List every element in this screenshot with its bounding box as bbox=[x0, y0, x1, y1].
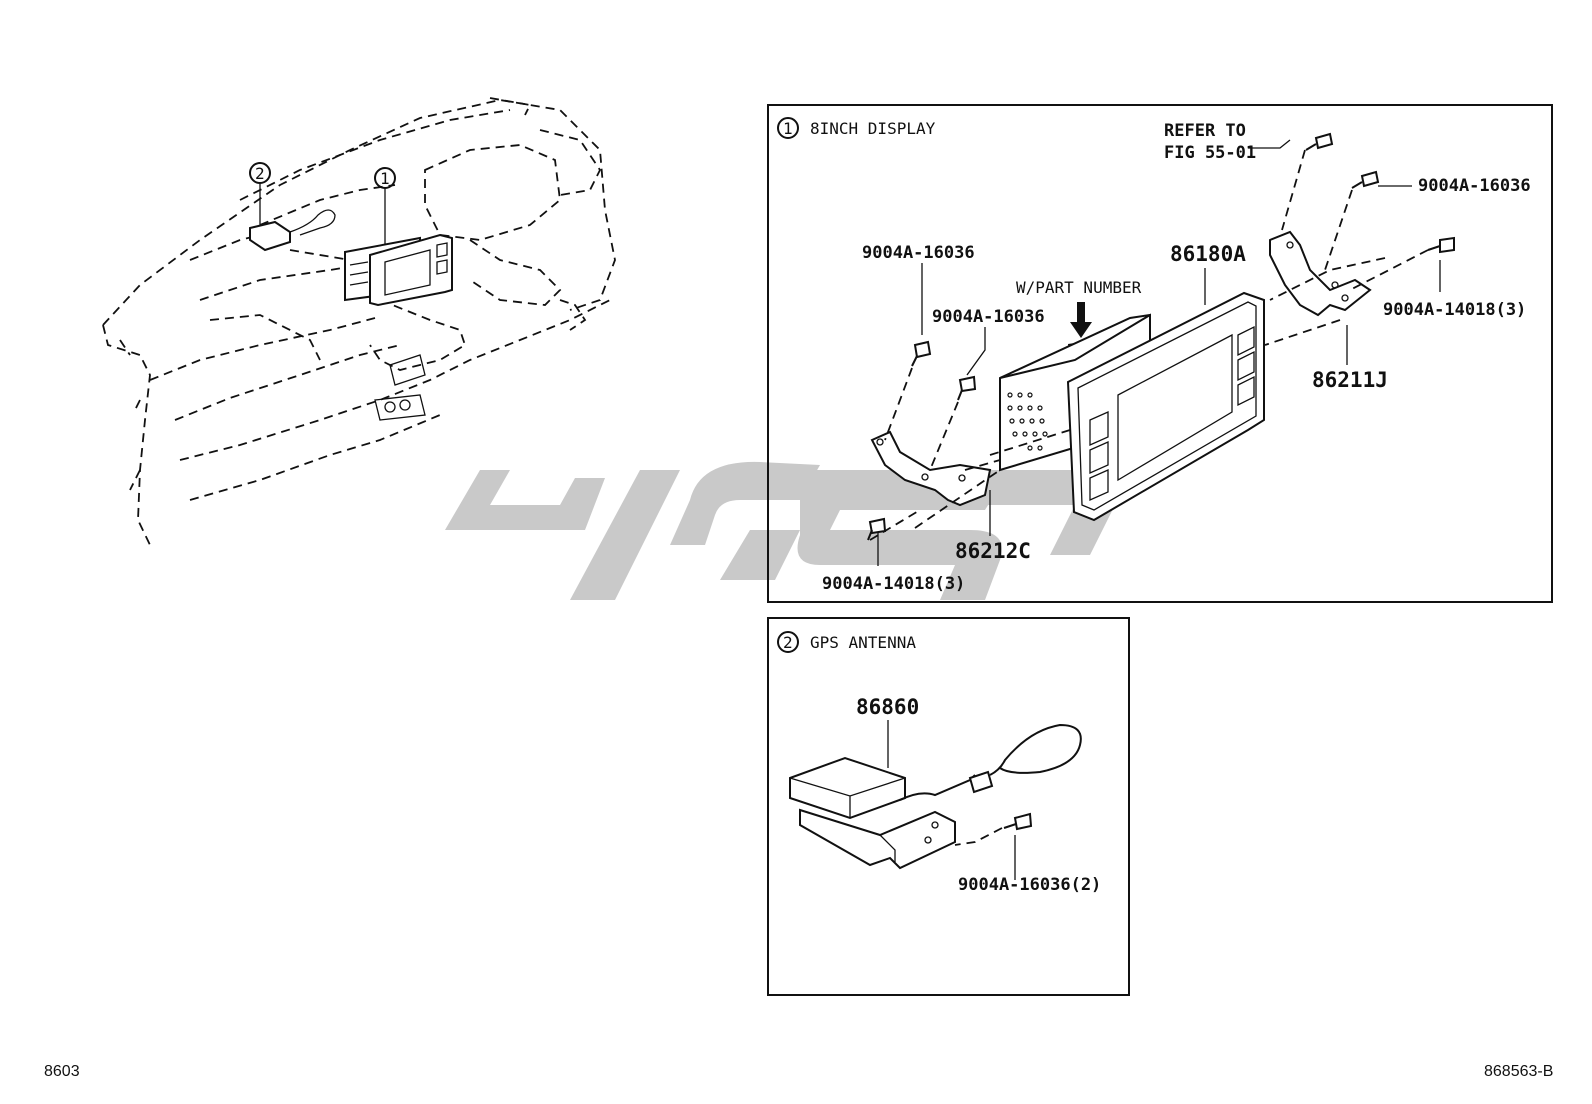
screw-icon bbox=[957, 375, 977, 401]
panel-display: 1 8INCH DISPLAY REFER TO FIG 55-01 9004A… bbox=[767, 104, 1553, 603]
arrow-down-icon bbox=[1070, 302, 1092, 338]
footer-left-code: 8603 bbox=[44, 1063, 80, 1080]
label-screw-left-1: 9004A-16036 bbox=[862, 243, 975, 263]
label-screw-right-qty: 9004A-14018(3) bbox=[1383, 300, 1526, 320]
display-unit-86180A bbox=[999, 291, 1265, 522]
dashboard-overview-illustration: 2 1 bbox=[102, 97, 616, 546]
screw-icon bbox=[911, 340, 932, 367]
label-antenna-part: 86860 bbox=[856, 695, 919, 719]
label-gps-screw-qty: 9004A-16036(2) bbox=[958, 875, 1101, 895]
label-screw-left-2: 9004A-16036 bbox=[932, 307, 1045, 327]
label-bracket-left: 86212C bbox=[955, 539, 1031, 563]
bracket-86212C bbox=[870, 430, 992, 507]
panel-gps-number: 2 bbox=[783, 633, 793, 652]
bracket-86211J bbox=[1269, 230, 1372, 317]
panel-gps: 2 GPS ANTENNA 86860 9004A-16036(2) bbox=[767, 617, 1130, 996]
panel-display-number: 1 bbox=[783, 119, 793, 138]
screw-icon bbox=[1003, 812, 1033, 831]
footer-right-code: 868563-B bbox=[1484, 1063, 1554, 1080]
panel-display-frame bbox=[767, 104, 1553, 603]
screw-icon bbox=[1305, 132, 1334, 151]
label-refer-line2: FIG 55-01 bbox=[1164, 143, 1256, 163]
panel-gps-frame bbox=[767, 617, 1130, 996]
screw-icon bbox=[1427, 236, 1455, 254]
label-refer-line1: REFER TO bbox=[1164, 121, 1246, 141]
label-screw-left-qty: 9004A-14018(3) bbox=[822, 574, 965, 594]
gps-antenna-86860 bbox=[789, 723, 1082, 870]
label-screw-top-right: 9004A-16036 bbox=[1418, 176, 1531, 196]
screw-icon bbox=[1351, 170, 1380, 189]
watermark-logo bbox=[445, 461, 1124, 600]
label-display-part: 86180A bbox=[1170, 242, 1246, 266]
panel-gps-title: GPS ANTENNA bbox=[810, 633, 916, 652]
label-part-number-note: W/PART NUMBER bbox=[1016, 278, 1142, 297]
overview-callout-1: 1 bbox=[380, 169, 390, 188]
panel-display-title: 8INCH DISPLAY bbox=[810, 119, 936, 138]
overview-callout-2: 2 bbox=[255, 164, 265, 183]
label-bracket-right: 86211J bbox=[1312, 368, 1388, 392]
